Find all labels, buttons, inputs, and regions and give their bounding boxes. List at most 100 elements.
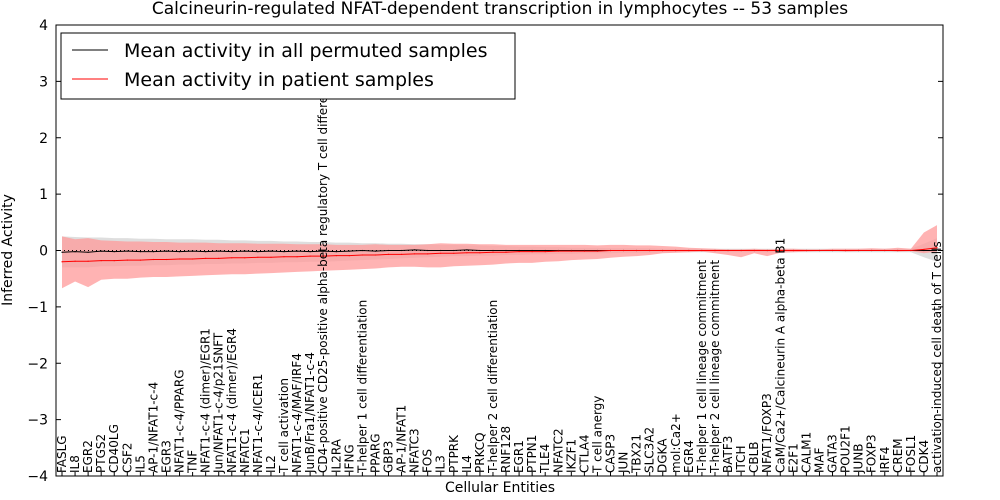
x-tick-label: JUNB xyxy=(852,443,866,474)
series-1-point xyxy=(492,251,494,253)
x-tick-label: DGKA xyxy=(656,438,670,473)
series-0-point xyxy=(479,249,481,252)
series-0-point xyxy=(453,249,455,252)
y-axis-label: Inferred Activity xyxy=(0,194,16,306)
x-tick-label: CALM1 xyxy=(799,432,813,473)
series-1-point xyxy=(858,249,860,252)
series-1-point xyxy=(270,256,272,258)
series-1-point xyxy=(753,249,755,252)
series-0-point xyxy=(244,250,246,252)
x-tick-label: IRF4 xyxy=(878,447,892,473)
series-1-point xyxy=(583,250,586,252)
x-tick-label: BATF3 xyxy=(721,436,735,473)
series-0-point xyxy=(61,251,63,253)
series-0-point xyxy=(100,250,102,252)
series-1-point xyxy=(818,249,821,252)
series-0-point xyxy=(87,251,89,253)
x-tick-label: POU2F1 xyxy=(839,425,853,473)
series-1-point xyxy=(714,249,716,252)
x-tick-label: CDK4 xyxy=(917,440,931,473)
x-tick-label: E2F1 xyxy=(786,443,800,473)
x-tick-label: T-helper 2 cell lineage commitment xyxy=(708,260,722,474)
x-tick-label: AP-1/NFAT1-c-4 xyxy=(146,382,160,473)
series-0-point xyxy=(492,249,494,252)
series-1-point xyxy=(74,260,76,262)
x-tick-label: CSF2 xyxy=(120,442,134,473)
series-1-point xyxy=(165,258,168,261)
x-tick-label: GBP3 xyxy=(382,441,396,473)
series-0-point xyxy=(361,249,363,252)
series-1-point xyxy=(609,249,612,252)
x-tick-label: T-helper 1 cell differentiation xyxy=(355,300,369,474)
series-1-point xyxy=(727,249,729,252)
x-tick-label: PTGS2 xyxy=(94,434,108,473)
series-1-point xyxy=(479,252,481,254)
legend-label-patient: Mean activity in patient samples xyxy=(124,69,434,91)
series-1-point xyxy=(805,249,808,252)
series-1-point xyxy=(936,247,938,249)
series-1-point xyxy=(623,249,625,252)
x-tick-label: TLE4 xyxy=(538,444,552,474)
series-1-point xyxy=(414,253,416,255)
series-0-point xyxy=(165,250,168,252)
x-tick-label: JunB/Fra1/NFAT1-c-4 xyxy=(303,352,317,474)
series-1-point xyxy=(401,253,403,255)
legend: Mean activity in all permuted samples Me… xyxy=(60,32,516,100)
series-1-point xyxy=(701,249,703,252)
x-tick-label: activation-induced cell death of T cells xyxy=(930,241,944,473)
series-1-point xyxy=(792,249,794,252)
series-0-point xyxy=(505,249,507,252)
series-1-point xyxy=(923,248,925,250)
series-1-point xyxy=(387,253,390,255)
series-1-point xyxy=(283,256,285,258)
series-1-point xyxy=(466,252,468,254)
x-tick-label: T cell activation xyxy=(277,378,291,474)
series-0-point xyxy=(218,250,220,252)
series-1-point xyxy=(100,260,102,262)
series-1-point xyxy=(192,258,194,260)
series-1-point xyxy=(518,251,520,253)
x-tick-label: CREM xyxy=(891,438,905,473)
series-1-point xyxy=(296,256,298,258)
series-1-point xyxy=(897,249,899,252)
series-1-point xyxy=(440,252,442,254)
series-1-point xyxy=(178,258,181,260)
series-0-point xyxy=(126,250,128,252)
y-tick-label: −3 xyxy=(27,413,48,429)
series-1-point xyxy=(884,249,886,252)
series-1-point xyxy=(596,250,599,252)
x-tick-label: MAF xyxy=(813,447,827,473)
series-1-point xyxy=(361,254,363,256)
x-tick-label: NFAT1-c-4 (dimer)/EGR1 xyxy=(199,328,213,473)
series-1-point xyxy=(231,257,233,259)
x-tick-label: JUN xyxy=(617,452,631,474)
x-tick-label: RNF128 xyxy=(499,426,513,473)
series-0-point xyxy=(231,251,233,253)
series-0-point xyxy=(466,249,468,251)
series-0-point xyxy=(309,251,311,253)
x-tick-label: FOSL1 xyxy=(904,435,918,473)
series-1-point xyxy=(152,258,154,261)
series-0-point xyxy=(936,249,938,252)
series-0-point xyxy=(205,251,207,253)
x-tick-label: CASP3 xyxy=(604,434,618,473)
series-1-point xyxy=(505,251,507,253)
series-1-point xyxy=(544,251,546,253)
chart-title: Calcineurin-regulated NFAT-dependent tra… xyxy=(152,0,848,19)
x-tick-label: IKZF1 xyxy=(564,439,578,473)
series-1-point xyxy=(139,259,141,261)
x-tick-label: EGR2 xyxy=(81,440,95,473)
x-tick-label: IL8 xyxy=(68,455,82,473)
x-tick-label: SLC3A2 xyxy=(643,427,657,473)
x-tick-label: NFAT1-c-4 (dimer)/EGR4 xyxy=(225,328,239,473)
x-tick-label: Jun/NFAT1-c-4/p21SNFT xyxy=(212,332,226,474)
x-tick-label: CD4-positive CD25-positive alpha-beta re… xyxy=(316,50,330,473)
series-1-point xyxy=(427,253,429,255)
x-tick-label: CBLB xyxy=(747,441,761,473)
series-0-point xyxy=(139,251,141,253)
series-1-point xyxy=(61,261,63,263)
y-tick-label: 1 xyxy=(39,187,48,203)
series-1-point xyxy=(374,254,376,256)
series-1-point xyxy=(831,249,834,252)
